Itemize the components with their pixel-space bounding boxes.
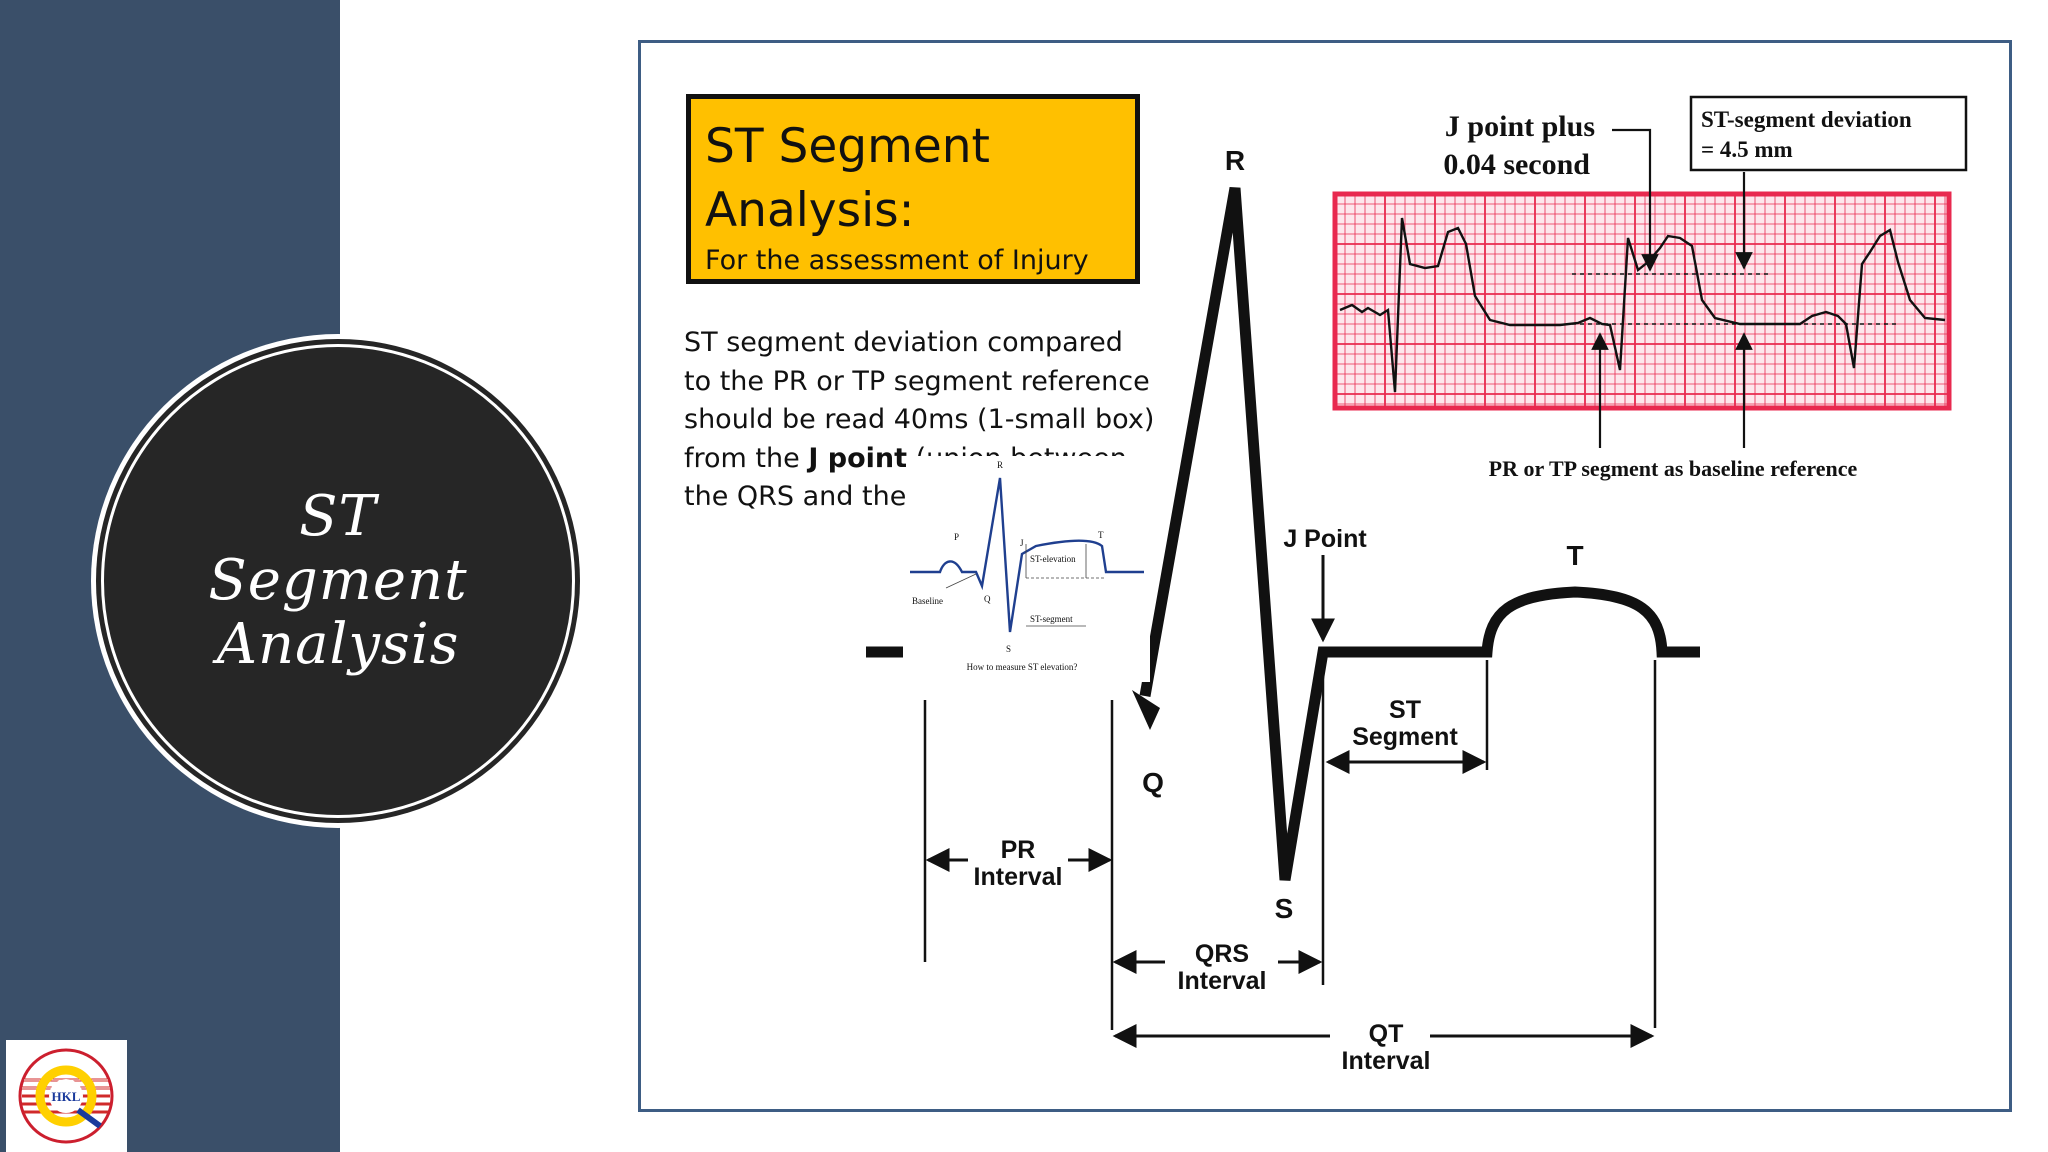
inset-diagram: R P J T Q S ST-elevation Baseline ST-seg… [910,460,1144,672]
label-st-1: ST [1389,696,1421,724]
inset-baseline: Baseline [912,596,943,606]
label-s: S [1275,893,1294,924]
logo-text: HKL [52,1089,81,1104]
hospital-logo-icon: HKL [18,1048,114,1144]
deviation-text-1: ST-segment deviation [1701,107,1912,132]
label-qt-1: QT [1369,1020,1404,1048]
body-line: should be read 40ms (1-small box) [684,404,1155,435]
body-text: ST segment deviation compared to the PR … [684,324,1184,517]
body-line: to the PR or TP segment reference [684,365,1150,397]
inset-label-r: R [997,460,1003,470]
inset-label-s: S [1006,644,1011,654]
strip-trace [1339,217,1946,393]
slide-title: ST Segment Analysis: [705,119,990,238]
inset-st-elevation: ST-elevation [1030,554,1076,564]
slide-subtitle: For the assessment of Injury [705,245,1089,276]
label-st-2: Segment [1352,723,1458,751]
label-qrs-1: QRS [1195,940,1249,968]
ecg-strip [1332,191,1952,411]
label-j-point: J Point [1283,525,1367,553]
label-r: R [1225,145,1245,176]
inset-trace [910,477,1144,633]
inset-label-t: T [1098,530,1104,540]
j-plus-text-1: J point plus [1445,110,1595,143]
body-line: the QRS and the [684,481,907,512]
st-elevation-inset: R P J T Q S ST-elevation Baseline ST-seg… [906,456,1150,682]
deviation-box [1689,95,1968,172]
inset-label-q: Q [984,594,991,604]
section-circle: ST Segment Analysis [101,344,575,818]
inset-st-segment: ST-segment [1030,614,1073,624]
label-qrs-2: Interval [1178,967,1267,995]
label-pr-1: PR [1001,836,1036,864]
label-q: Q [1142,767,1164,798]
inset-caption: How to measure ST elevation? [967,662,1078,672]
j-plus-arrow [1612,128,1659,272]
q-wave-notch [1132,690,1160,730]
ecg-waveform [866,187,1700,881]
section-title: ST Segment Analysis [208,484,468,677]
inset-label-p: P [954,532,959,542]
inset-label-j: J [1020,538,1024,548]
interval-guides [923,660,1657,1030]
hospital-logo: HKL [6,1040,127,1152]
label-t: T [1566,540,1583,571]
label-pr-2: Interval [974,863,1063,891]
j-plus-text-2: 0.04 second [1443,148,1590,181]
title-box: ST Segment Analysis: For the assessment … [686,94,1140,284]
deviation-text-2: = 4.5 mm [1701,137,1793,162]
body-line: ST segment deviation compared [684,327,1123,358]
baseline-ref-text: PR or TP segment as baseline reference [1489,456,1858,481]
label-qt-2: Interval [1342,1047,1431,1075]
